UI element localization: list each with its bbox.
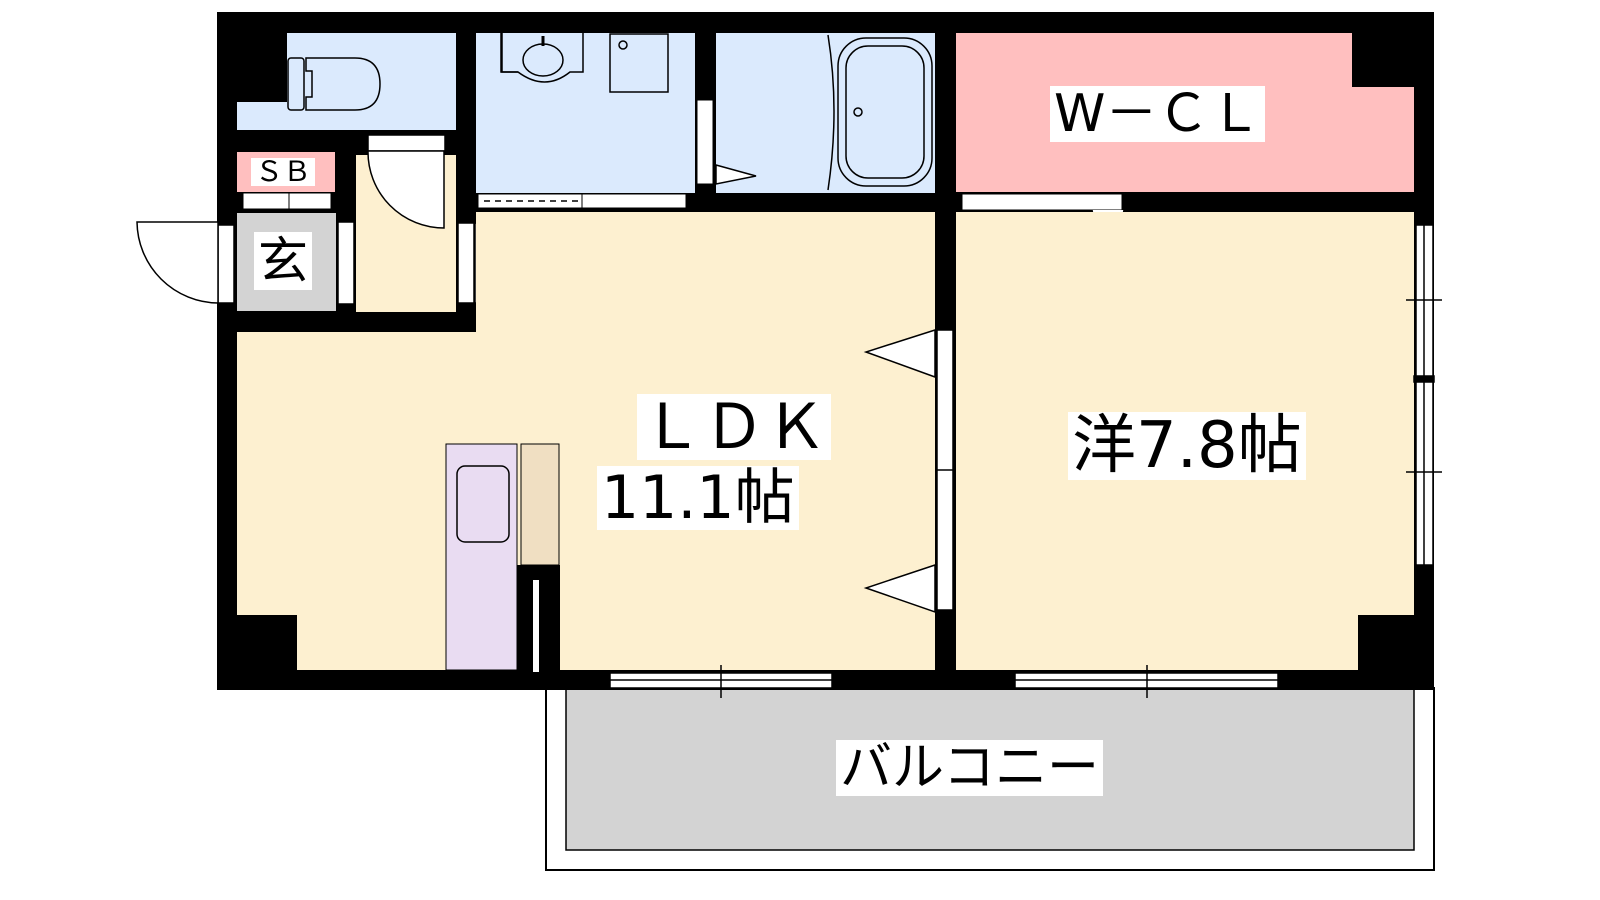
toilet-door (367, 134, 446, 229)
toilet-icon (287, 57, 381, 111)
western-room-label: 洋7.8帖 (1068, 412, 1306, 480)
sb-label: ＳＢ (251, 158, 316, 186)
entrance-label: 玄 (254, 232, 312, 290)
stove-icon (456, 465, 510, 543)
sink-icon (500, 33, 584, 83)
washroom (476, 33, 695, 193)
balcony-label: バルコニー (836, 740, 1103, 796)
kitchen-counter (445, 443, 518, 671)
closet-door (961, 193, 1123, 211)
bathtub-icon (827, 34, 933, 191)
sliding-door (863, 328, 954, 614)
ldk-size-label: 11.1帖 (597, 466, 799, 530)
ldk-floor (237, 212, 935, 670)
ldk-label: ＬＤＫ (637, 394, 832, 460)
bathroom-door (715, 164, 757, 185)
washing-machine-icon (609, 33, 669, 93)
front-door (136, 221, 355, 305)
bathroom (716, 33, 935, 193)
wcl-label: W－ＣＬ (1050, 86, 1266, 142)
windows (609, 224, 1442, 698)
